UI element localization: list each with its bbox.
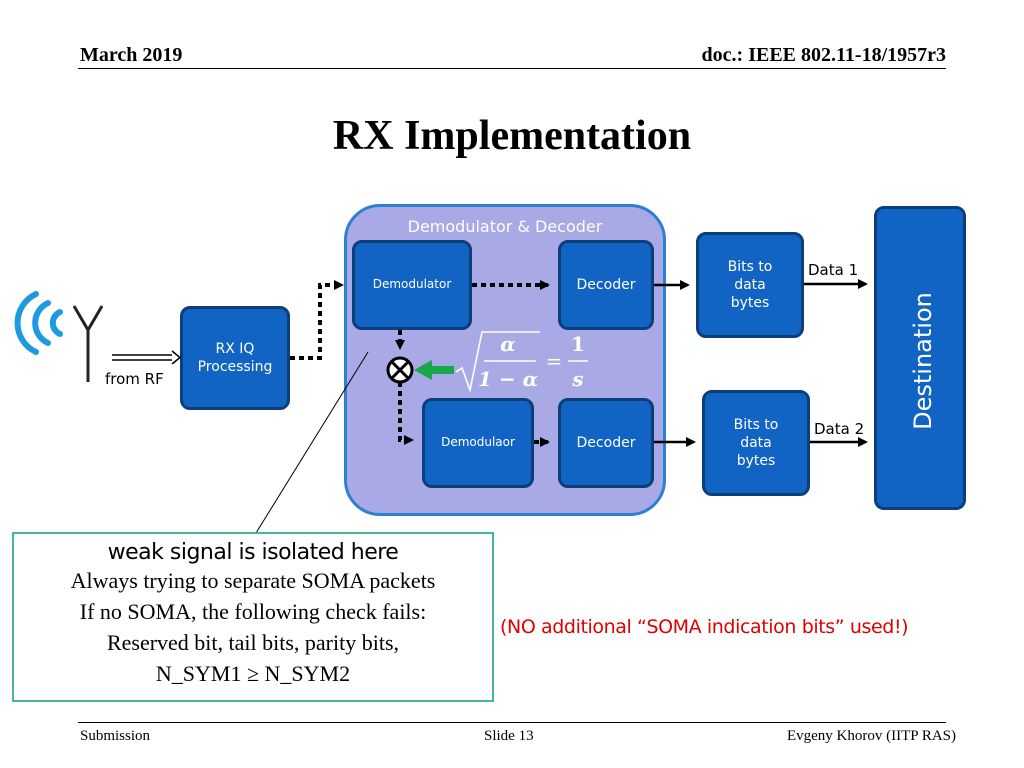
- note-line-3: Reserved bit, tail bits, parity bits,: [106, 630, 400, 655]
- decoder-2-label: Decoder: [576, 434, 636, 451]
- demodulator-2-label: Demodulaor: [441, 435, 515, 450]
- footer-submission: Submission: [80, 728, 151, 744]
- multiplier-icon: [386, 356, 414, 384]
- formula-s: s: [571, 367, 583, 391]
- formula-alpha: α: [500, 332, 515, 356]
- from-rf-label: from RF: [105, 370, 164, 388]
- bits-to-bytes-1-block: Bits to data bytes: [696, 232, 804, 338]
- soma-note: (NO additional “SOMA indication bits” us…: [500, 616, 909, 638]
- slide-title: RX Implementation: [332, 113, 692, 159]
- header-rule: [78, 68, 946, 69]
- demodulator-2-block: Demodulaor: [422, 398, 534, 488]
- data-2-label: Data 2: [814, 420, 865, 438]
- formula-one: 1: [571, 332, 585, 356]
- header-doc-id: doc.: IEEE 802.11-18/1957r3: [701, 44, 946, 66]
- decoder-2-block: Decoder: [558, 398, 654, 488]
- callout-line: [255, 351, 369, 534]
- bits-to-bytes-1-label: Bits to data bytes: [727, 258, 773, 312]
- demodulator-1-label: Demodulator: [372, 277, 452, 292]
- data-1-label: Data 1: [808, 261, 859, 279]
- decoder-1-block: Decoder: [558, 240, 654, 330]
- note-line-4: N_SYM1 ≥ N_SYM2: [155, 661, 351, 686]
- container-label: Demodulator & Decoder: [407, 217, 603, 236]
- formula: α 1 − α = 1 s: [455, 331, 588, 393]
- demodulator-1-block: Demodulator: [352, 240, 472, 330]
- formula-one-minus-alpha: 1 − α: [478, 367, 538, 391]
- from-rf-arrow: [112, 350, 182, 365]
- rx-iq-block: RX IQ Processing: [180, 306, 290, 410]
- multiplier-to-demod-2-arrow: [398, 382, 414, 445]
- formula-equals: =: [546, 349, 563, 373]
- footer-rule: [78, 722, 946, 723]
- note-heading: weak signal is isolated here: [107, 540, 399, 565]
- bits-to-bytes-2-label: Bits to data bytes: [733, 416, 779, 470]
- note-line-2: If no SOMA, the following check fails:: [79, 599, 427, 624]
- note-line-1: Always trying to separate SOMA packets: [70, 568, 436, 593]
- footer-slide-number: Slide 13: [484, 728, 534, 744]
- rxiq-to-demod-arrow: [290, 280, 344, 360]
- note-box: weak signal is isolated here Always tryi…: [12, 532, 494, 702]
- bits-to-bytes-2-block: Bits to data bytes: [702, 390, 810, 496]
- header-date: March 2019: [80, 44, 183, 66]
- footer-author: Evgeny Khorov (IITP RAS): [786, 728, 956, 744]
- antenna-icon: [14, 291, 104, 382]
- decoder-1-label: Decoder: [576, 276, 636, 293]
- destination-block: Destination: [874, 206, 966, 510]
- rx-iq-label: RX IQ Processing: [197, 340, 273, 375]
